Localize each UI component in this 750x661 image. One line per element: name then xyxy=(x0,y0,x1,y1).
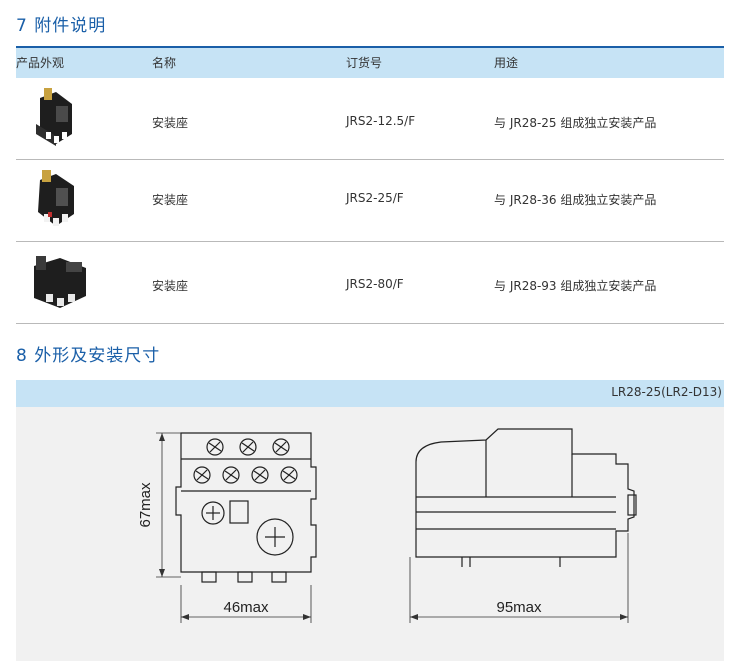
table-top-rule xyxy=(16,46,724,48)
section-8-title: 8 外形及安装尺寸 xyxy=(16,346,161,366)
row-order-no: JRS2-25/F xyxy=(346,191,404,205)
header-usage: 用途 xyxy=(494,56,519,70)
row-usage: 与 JR28-36 组成独立安装产品 xyxy=(494,193,657,207)
mounting-base-image xyxy=(36,88,72,146)
mounting-base-image xyxy=(38,170,74,226)
height-dimension-label: 67max xyxy=(137,482,154,528)
table-header: 产品外观 名称 订货号 用途 xyxy=(16,48,724,78)
row-usage: 与 JR28-93 组成独立安装产品 xyxy=(494,279,657,293)
header-order-no: 订货号 xyxy=(346,56,383,70)
row-usage: 与 JR28-25 组成独立安装产品 xyxy=(494,116,657,130)
depth-dimension-label: 95max xyxy=(496,599,542,616)
row-name: 安装座 xyxy=(152,279,189,293)
width-dimension-label: 46max xyxy=(223,599,269,616)
dimension-header: LR28-25(LR2-D13) xyxy=(16,380,724,407)
row-divider xyxy=(16,159,724,160)
table-row: 安装座 JRS2-80/F 与 JR28-93 组成独立安装产品 xyxy=(16,242,724,324)
mounting-base-image xyxy=(34,256,86,308)
dimension-drawing: 67max 46max 95max xyxy=(137,428,637,623)
row-name: 安装座 xyxy=(152,193,189,207)
dimension-drawing-panel: LR28-25(LR2-D13) xyxy=(16,380,724,661)
section-7-title: 7 附件说明 xyxy=(16,16,107,36)
row-name: 安装座 xyxy=(152,116,189,130)
table-row: 安装座 JRS2-25/F 与 JR28-36 组成独立安装产品 xyxy=(16,160,724,242)
row-divider xyxy=(16,323,724,324)
model-label: LR28-25(LR2-D13) xyxy=(611,385,722,399)
row-order-no: JRS2-12.5/F xyxy=(346,114,416,128)
row-order-no: JRS2-80/F xyxy=(346,277,404,291)
header-name: 名称 xyxy=(152,56,177,70)
header-appearance: 产品外观 xyxy=(16,56,65,70)
row-divider xyxy=(16,241,724,242)
table-row: 安装座 JRS2-12.5/F 与 JR28-25 组成独立安装产品 xyxy=(16,78,724,160)
